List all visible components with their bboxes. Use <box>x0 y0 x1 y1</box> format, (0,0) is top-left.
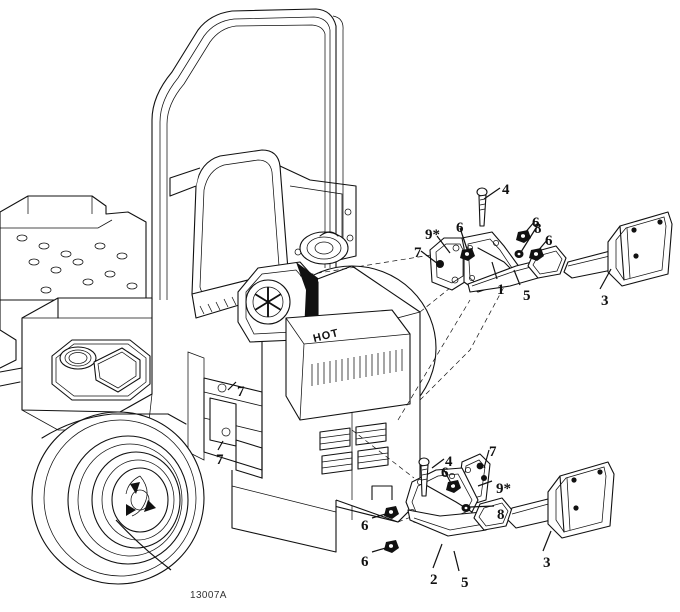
callout-number: 3 <box>543 555 551 571</box>
callout-number: 1 <box>497 282 505 298</box>
leader-lines <box>115 187 612 572</box>
chassis-frame <box>0 195 147 369</box>
callout-number: 7 <box>414 245 422 261</box>
callout-number: 6 <box>361 554 369 570</box>
callout-number: 7 <box>216 452 224 468</box>
callout-number: 4 <box>502 182 510 198</box>
callout-number: 5 <box>523 288 531 304</box>
callout-number: 6 <box>545 233 553 249</box>
bolt-4-lower <box>418 457 430 497</box>
bolt-4 <box>476 187 488 227</box>
callout-number: 4 <box>445 454 453 470</box>
callout-number: 6 <box>456 220 464 236</box>
lower-pedal-assembly <box>384 453 615 553</box>
callout-number: 9* <box>425 227 440 243</box>
nut-6-lower-c <box>384 540 399 553</box>
upper-pedal-assembly <box>429 187 673 293</box>
engine-mount-bracket <box>187 351 263 479</box>
rear-tire <box>31 411 205 585</box>
roll-bar <box>151 8 344 301</box>
callout-number: 5 <box>461 575 469 591</box>
nut-6-a <box>516 230 531 243</box>
fuel-tank <box>0 297 153 431</box>
nut-6-c <box>460 248 475 261</box>
callout-number: 6 <box>441 465 449 481</box>
callout-number: 9* <box>496 481 511 497</box>
callout-number: 8 <box>497 507 505 523</box>
callout-number: 8 <box>534 221 542 237</box>
nut-6-b <box>529 248 544 261</box>
callout-number: 3 <box>601 293 609 309</box>
callout-number: 7 <box>237 384 245 400</box>
nut-6-lower-b <box>384 506 399 519</box>
callout-number: 7 <box>489 444 497 460</box>
callout-number: 6 <box>532 215 540 231</box>
engine <box>231 231 437 553</box>
figure-id-label: 13007A <box>190 590 227 601</box>
callout-number: 2 <box>430 572 438 588</box>
callout-number: 6 <box>361 518 369 534</box>
